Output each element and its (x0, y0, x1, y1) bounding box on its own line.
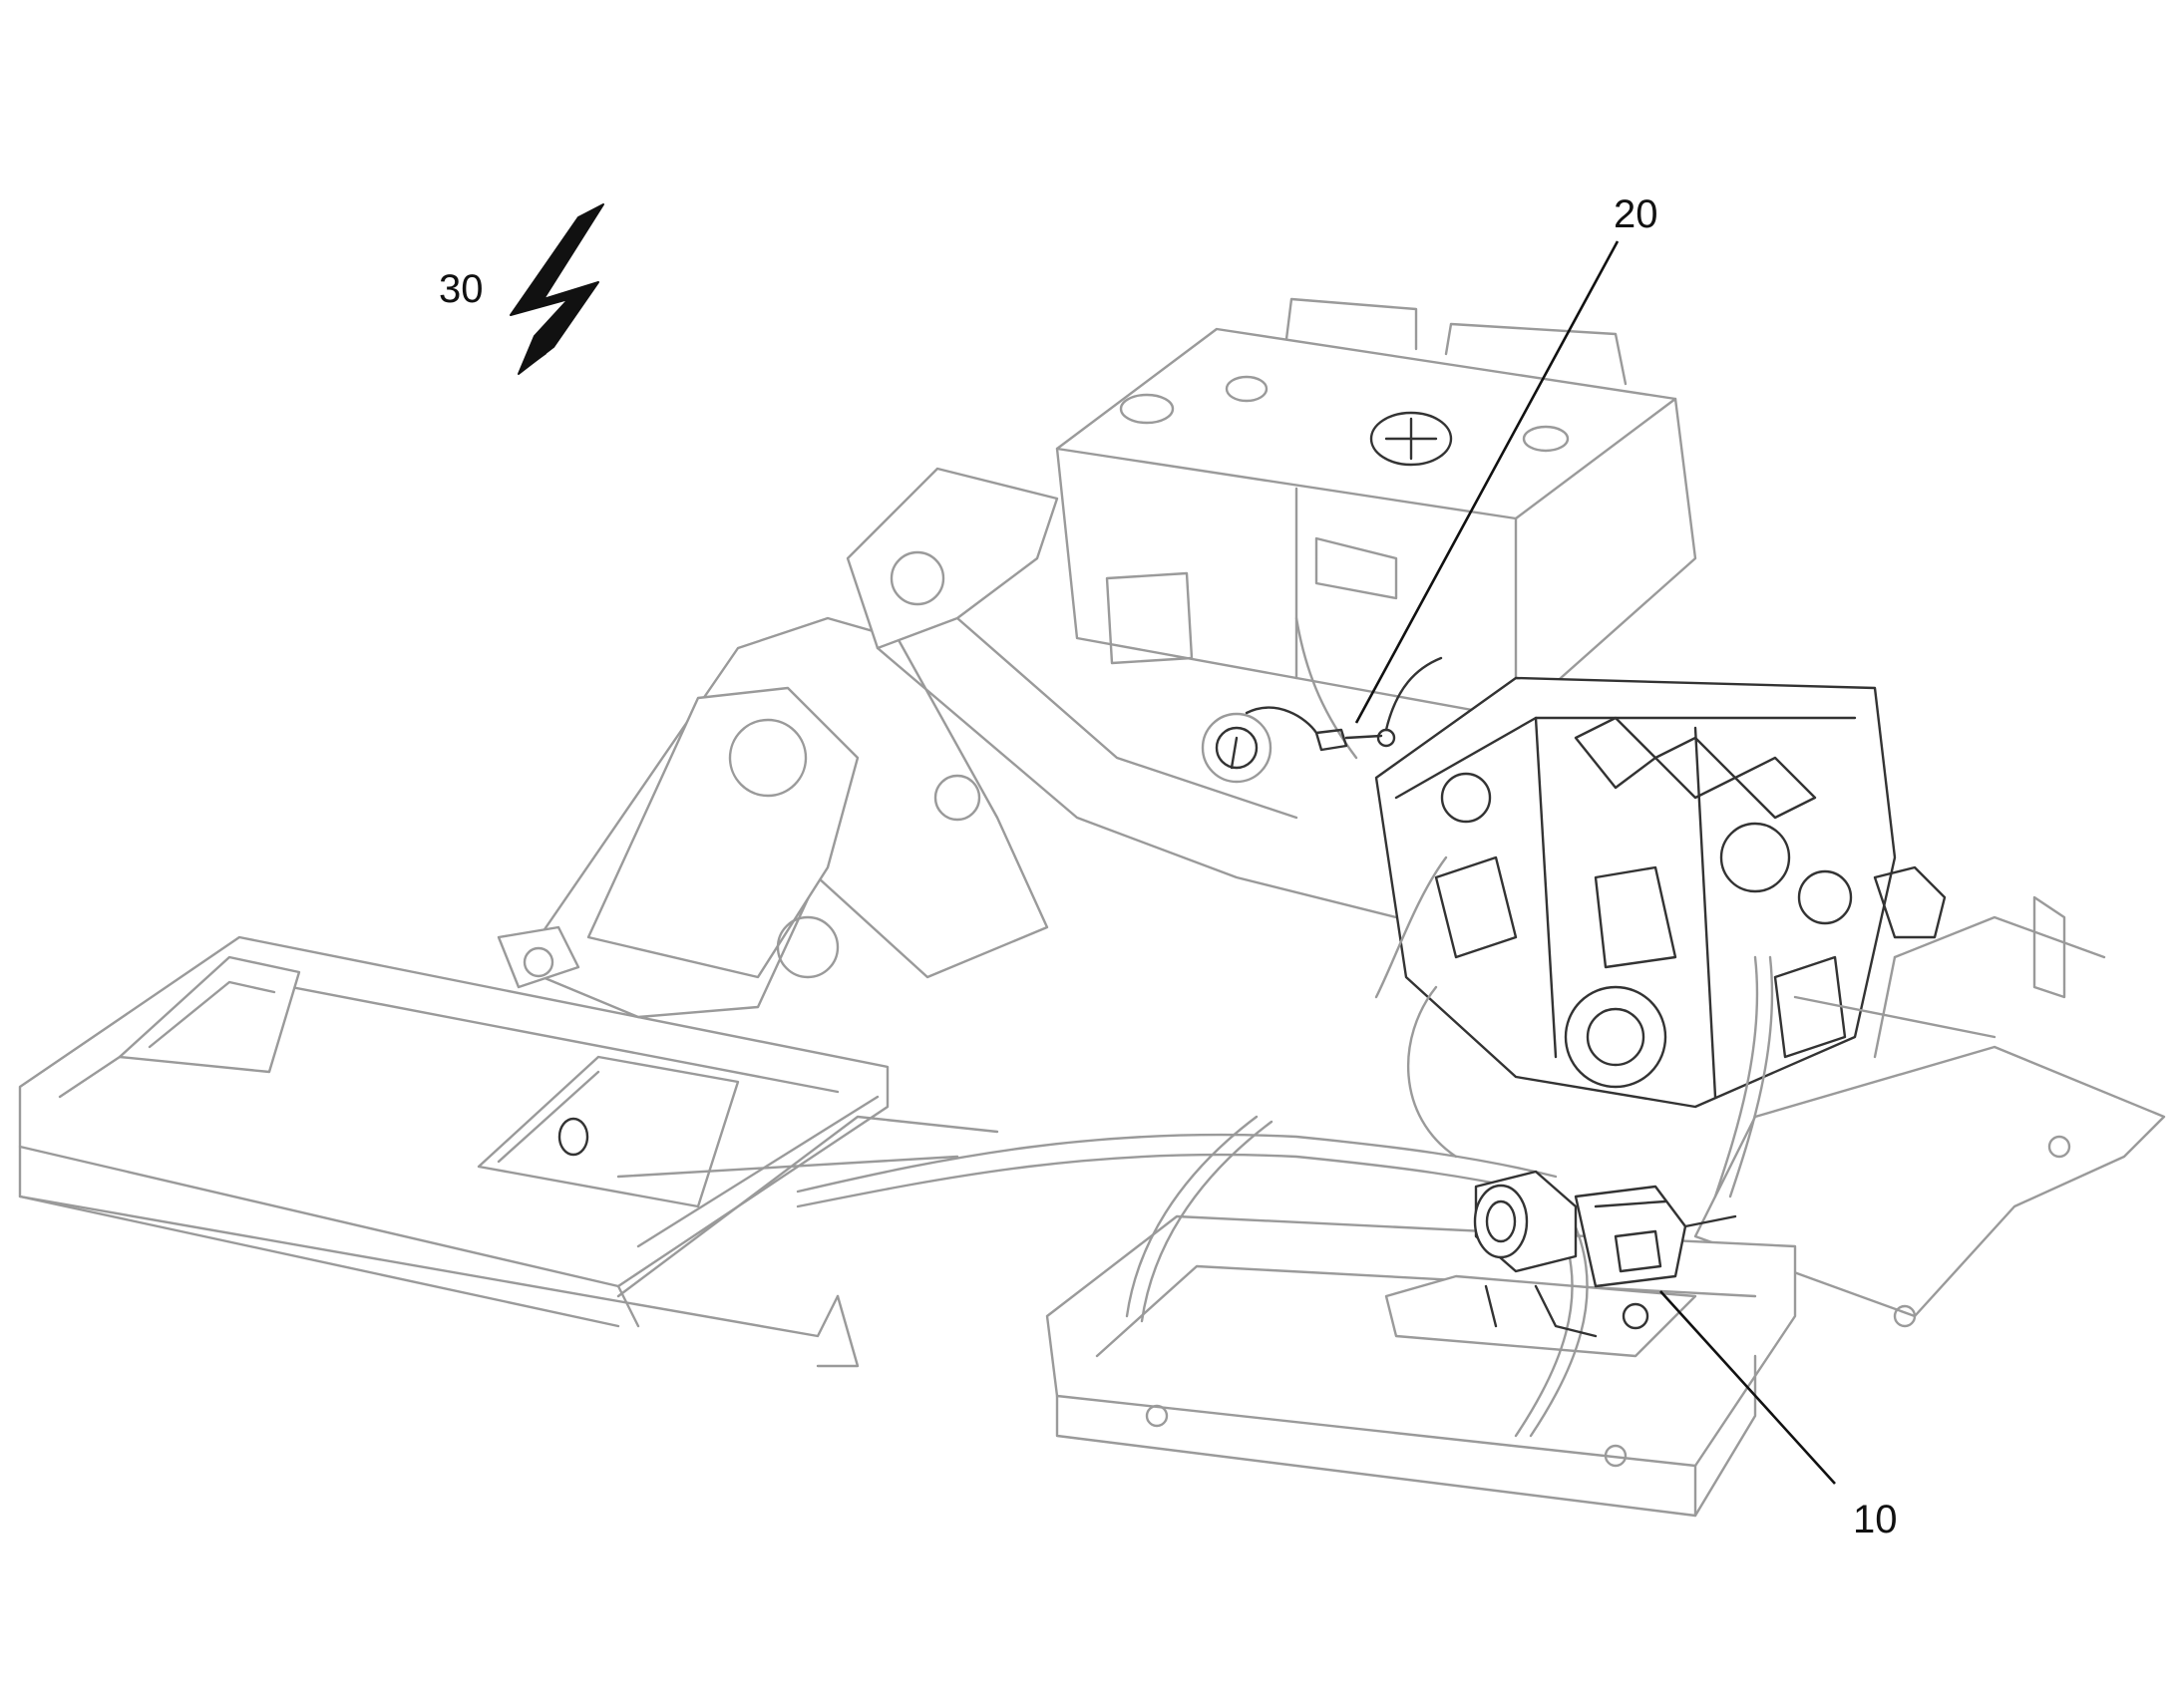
engine (1374, 676, 1897, 1109)
left-platform (18, 935, 999, 1368)
reference-numeral-30: 30 (439, 267, 484, 311)
reference-numeral-10: 10 (1853, 1498, 1898, 1541)
boom-structure (497, 467, 1398, 1019)
lightning-arrow-icon (510, 203, 604, 375)
heater-unit (1473, 1170, 1737, 1338)
hoses (796, 616, 1774, 1438)
reference-numeral-20: 20 (1614, 192, 1658, 236)
sensor-connector (1230, 656, 1443, 770)
leader-line-10 (1659, 1290, 1836, 1485)
tank-block (1055, 297, 1697, 784)
leader-line-20 (1354, 240, 1620, 724)
